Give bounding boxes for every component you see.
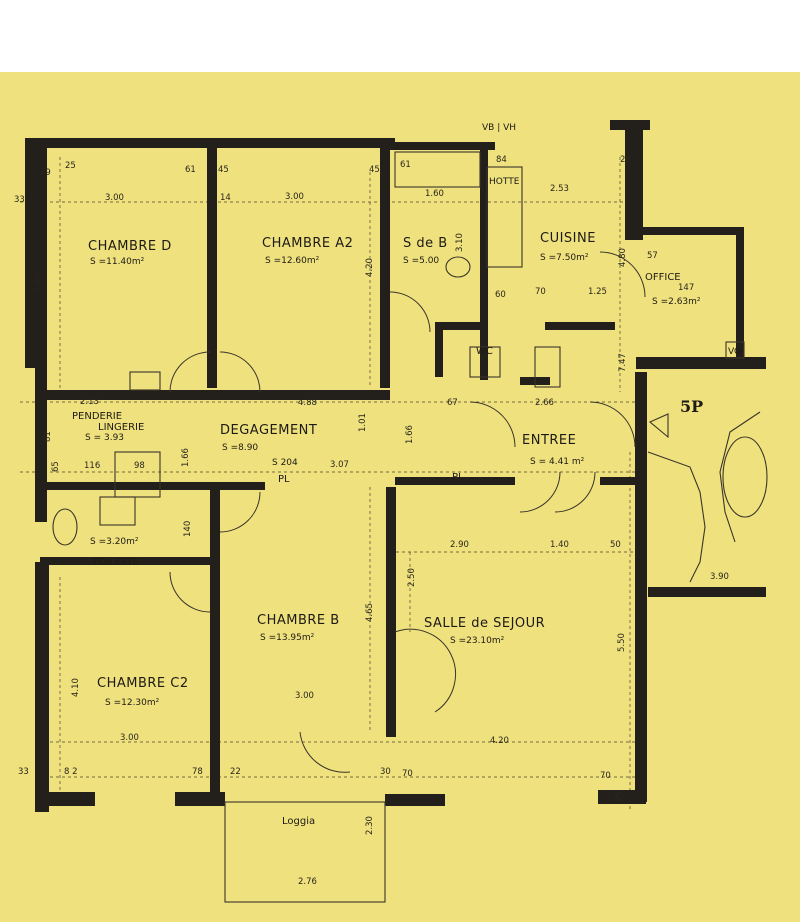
dim-label: 3.00 [295, 691, 314, 701]
dim-label: 57 [647, 251, 658, 261]
dim-label: 1.66 [405, 425, 415, 444]
room-sdb-name: S de B [403, 236, 448, 251]
dim-label: 3.00 [120, 733, 139, 743]
dim-label: 1.60 [425, 189, 444, 199]
dim-label: 116 [84, 461, 100, 471]
dim-label: 140 [183, 521, 193, 537]
dim-label: 81 [43, 431, 53, 442]
hotte-label: HOTTE [489, 177, 520, 187]
dim-label: 1.01 [358, 413, 368, 432]
room-office-area: S =2.63m² [652, 297, 701, 307]
dim-label: 67 [447, 398, 458, 408]
dim-label: 3.07 [330, 460, 349, 470]
dim-label: 98 [134, 461, 145, 471]
room-degagement-area: S =8.90 [222, 443, 258, 453]
room-cuisine-name: CUISINE [540, 231, 596, 246]
dim-label: 3.00 [285, 192, 304, 202]
room-chambre-c2-area: S =12.30m² [105, 698, 160, 708]
room-chambre-b-area: S =13.95m² [260, 633, 315, 643]
floor-plan: CHAMBRE D S =11.40m² CHAMBRE A2 S =12.60… [14, 120, 768, 903]
room-degagement-name: DEGAGEMENT [220, 423, 317, 438]
room-chambre-d-name: CHAMBRE D [88, 239, 172, 254]
room-chambre-a2-name: CHAMBRE A2 [262, 236, 353, 251]
dim-label: 33 [18, 767, 29, 777]
dim-label: 29 [40, 168, 51, 178]
room-penderie-name: PENDERIE [72, 411, 122, 422]
room-loggia-name: Loggia [282, 816, 315, 827]
dim-label: 7.47 [618, 353, 628, 372]
dim-label: 84 [496, 155, 507, 165]
dim-label: 70 [535, 287, 546, 297]
dim-label: 33 [14, 195, 25, 205]
dim-label: 3.00 [105, 193, 124, 203]
dim-label: 45 [369, 165, 380, 175]
dim-label: 147 [678, 283, 694, 293]
dim-label: 4.80 [618, 248, 628, 267]
room-lingerie-area: S = 3.93 [85, 433, 124, 443]
dim-label: 2.90 [450, 540, 469, 550]
vb-vh-label: VB | VH [482, 123, 516, 133]
dim-label: 25 [65, 161, 76, 171]
placard-pl-left: PL [278, 474, 290, 485]
dimension-lines [20, 157, 640, 812]
dim-label: 70 [402, 769, 413, 779]
vo-label: VO [728, 347, 741, 357]
dim-label: 3.10 [455, 233, 465, 252]
dim-label: 5.50 [617, 633, 627, 652]
dim-label: 61 [400, 160, 411, 170]
room-lingerie-name: LINGERIE [98, 422, 144, 433]
room-chambre-a2-area: S =12.60m² [265, 256, 320, 266]
dim-label: 78 [192, 767, 203, 777]
room-entree-name: ENTREE [522, 433, 576, 448]
dim-label: 2.66 [535, 398, 554, 408]
dim-label: 2.30 [365, 816, 375, 835]
room-sdb-area: S =5.00 [403, 256, 439, 266]
dim-label: 14 [220, 193, 231, 203]
walls [25, 120, 766, 812]
dim-label: 2.13 [80, 397, 99, 407]
dim-label: 4.20 [490, 736, 509, 746]
dim-label: 3.90 [710, 572, 729, 582]
dim-label: 4.20 [365, 258, 375, 277]
room-chambre-d-area: S =11.40m² [90, 257, 145, 267]
dim-label: 2.53 [550, 184, 569, 194]
room-entree-area: S = 4.41 m² [530, 457, 585, 467]
dim-label: 1.66 [181, 448, 191, 467]
room-cuisine-area: S =7.50m² [540, 253, 589, 263]
room-office-name: OFFICE [645, 272, 681, 283]
room-salle-sejour-area: S =23.10m² [450, 636, 505, 646]
dim-label: 65 [51, 461, 61, 472]
dim-label: 2.76 [298, 877, 317, 887]
dim-label: 1.40 [550, 540, 569, 550]
dim-label: 3.80 [33, 273, 43, 292]
dim-label: 4.10 [71, 678, 81, 697]
dim-label: 4.65 [365, 603, 375, 622]
misc-labels: 5P PL PL S 204 HOTTE VO VB | VH [272, 123, 741, 485]
room-labels: CHAMBRE D S =11.40m² CHAMBRE A2 S =12.60… [72, 231, 701, 827]
dim-label: 70 [600, 771, 611, 781]
dim-label: 60 [495, 290, 506, 300]
placard-pl-right: PL [452, 472, 464, 483]
dim-label: 2.50 [407, 568, 417, 587]
fixtures [52, 151, 768, 903]
dim-label: 50 [610, 540, 621, 550]
dim-label: 45 [218, 165, 229, 175]
dim-label: 4.88 [298, 398, 317, 408]
dim-label: 29 [620, 155, 631, 165]
dimension-labels: 3.00 3.00 1.60 2.53 61 45 45 61 84 29 29… [14, 155, 729, 887]
dim-label: 30 [380, 767, 391, 777]
room-toilette-area: S =3.20m² [90, 537, 139, 547]
stair-label: 5P [680, 397, 703, 416]
dim-label: 61 [185, 165, 196, 175]
dim-label: 22 [230, 767, 241, 777]
placard-area-label: S 204 [272, 458, 298, 468]
room-chambre-b-name: CHAMBRE B [257, 613, 340, 628]
dim-label: 8 2 [64, 767, 78, 777]
room-chambre-c2-name: CHAMBRE C2 [97, 676, 189, 691]
dim-label: 25 [615, 791, 625, 802]
dim-label: 1.25 [588, 287, 607, 297]
room-salle-sejour-name: SALLE de SEJOUR [424, 616, 545, 631]
room-wc-name: WC [476, 346, 493, 357]
room-toilette-name: TOILETTE [91, 557, 139, 568]
